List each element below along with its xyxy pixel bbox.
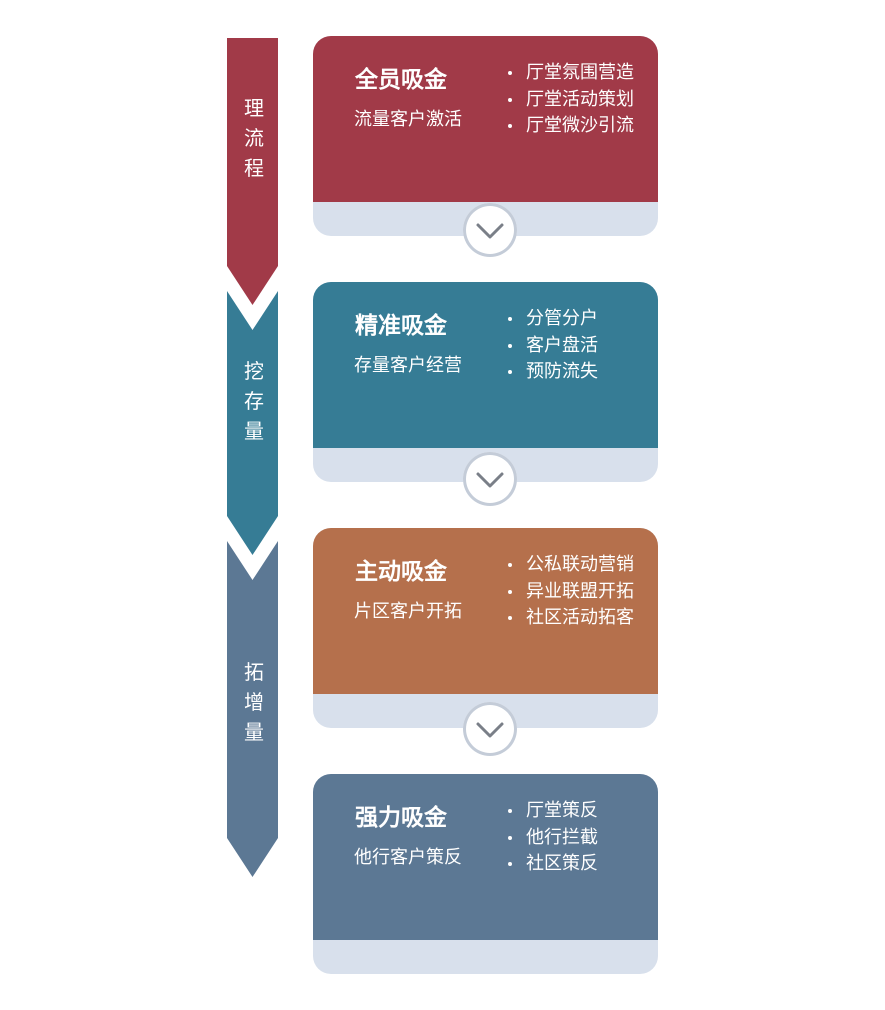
card-header: 全员吸金 流量客户激活 厅堂氛围营造 厅堂活动策划 厅堂微沙引流	[313, 36, 658, 202]
list-item: 客户盘活	[505, 333, 598, 360]
card-full-staff: 全员吸金 流量客户激活 厅堂氛围营造 厅堂活动策划 厅堂微沙引流	[313, 36, 658, 236]
card-header: 强力吸金 他行客户策反 厅堂策反 他行拦截 社区策反	[313, 774, 658, 940]
card-strong: 强力吸金 他行客户策反 厅堂策反 他行拦截 社区策反	[313, 774, 658, 974]
card-title: 强力吸金	[355, 805, 447, 831]
stage-label-3: 拓 增 量	[244, 660, 264, 744]
chevron-down-icon	[463, 452, 517, 506]
card-item-list: 厅堂氛围营造 厅堂活动策划 厅堂微沙引流	[505, 60, 634, 140]
list-item: 厅堂活动策划	[505, 87, 634, 114]
card-subtitle: 流量客户激活	[354, 109, 462, 130]
card-title: 精准吸金	[355, 313, 447, 339]
card-item-list: 厅堂策反 他行拦截 社区策反	[505, 798, 598, 878]
list-item: 公私联动营销	[505, 552, 634, 579]
card-item-list: 公私联动营销 异业联盟开拓 社区活动拓客	[505, 552, 634, 632]
stage-label-2: 挖 存 量	[244, 359, 264, 443]
card-title: 全员吸金	[355, 67, 447, 93]
stage-arrow-segment-2	[227, 291, 278, 555]
list-item: 厅堂氛围营造	[505, 60, 634, 87]
card-header: 主动吸金 片区客户开拓 公私联动营销 异业联盟开拓 社区活动拓客	[313, 528, 658, 694]
card-title: 主动吸金	[355, 559, 447, 585]
chevron-down-icon	[463, 203, 517, 257]
list-item: 厅堂策反	[505, 798, 598, 825]
card-subtitle: 片区客户开拓	[354, 601, 462, 622]
card-header: 精准吸金 存量客户经营 分管分户 客户盘活 预防流失	[313, 282, 658, 448]
list-item: 社区策反	[505, 851, 598, 878]
list-item: 异业联盟开拓	[505, 579, 634, 606]
card-subtitle: 存量客户经营	[354, 355, 462, 376]
list-item: 分管分户	[505, 306, 598, 333]
list-item: 他行拦截	[505, 825, 598, 852]
list-item: 厅堂微沙引流	[505, 113, 634, 140]
card-subtitle: 他行客户策反	[354, 847, 462, 868]
card-precise: 精准吸金 存量客户经营 分管分户 客户盘活 预防流失	[313, 282, 658, 482]
chevron-down-icon	[463, 702, 517, 756]
stage-arrow-segment-1	[227, 38, 278, 305]
list-item: 社区活动拓客	[505, 605, 634, 632]
list-item: 预防流失	[505, 359, 598, 386]
card-active: 主动吸金 片区客户开拓 公私联动营销 异业联盟开拓 社区活动拓客	[313, 528, 658, 728]
stage-label-1: 理 流 程	[244, 96, 264, 180]
stage-arrow-segment-3	[227, 541, 278, 877]
card-item-list: 分管分户 客户盘活 预防流失	[505, 306, 598, 386]
